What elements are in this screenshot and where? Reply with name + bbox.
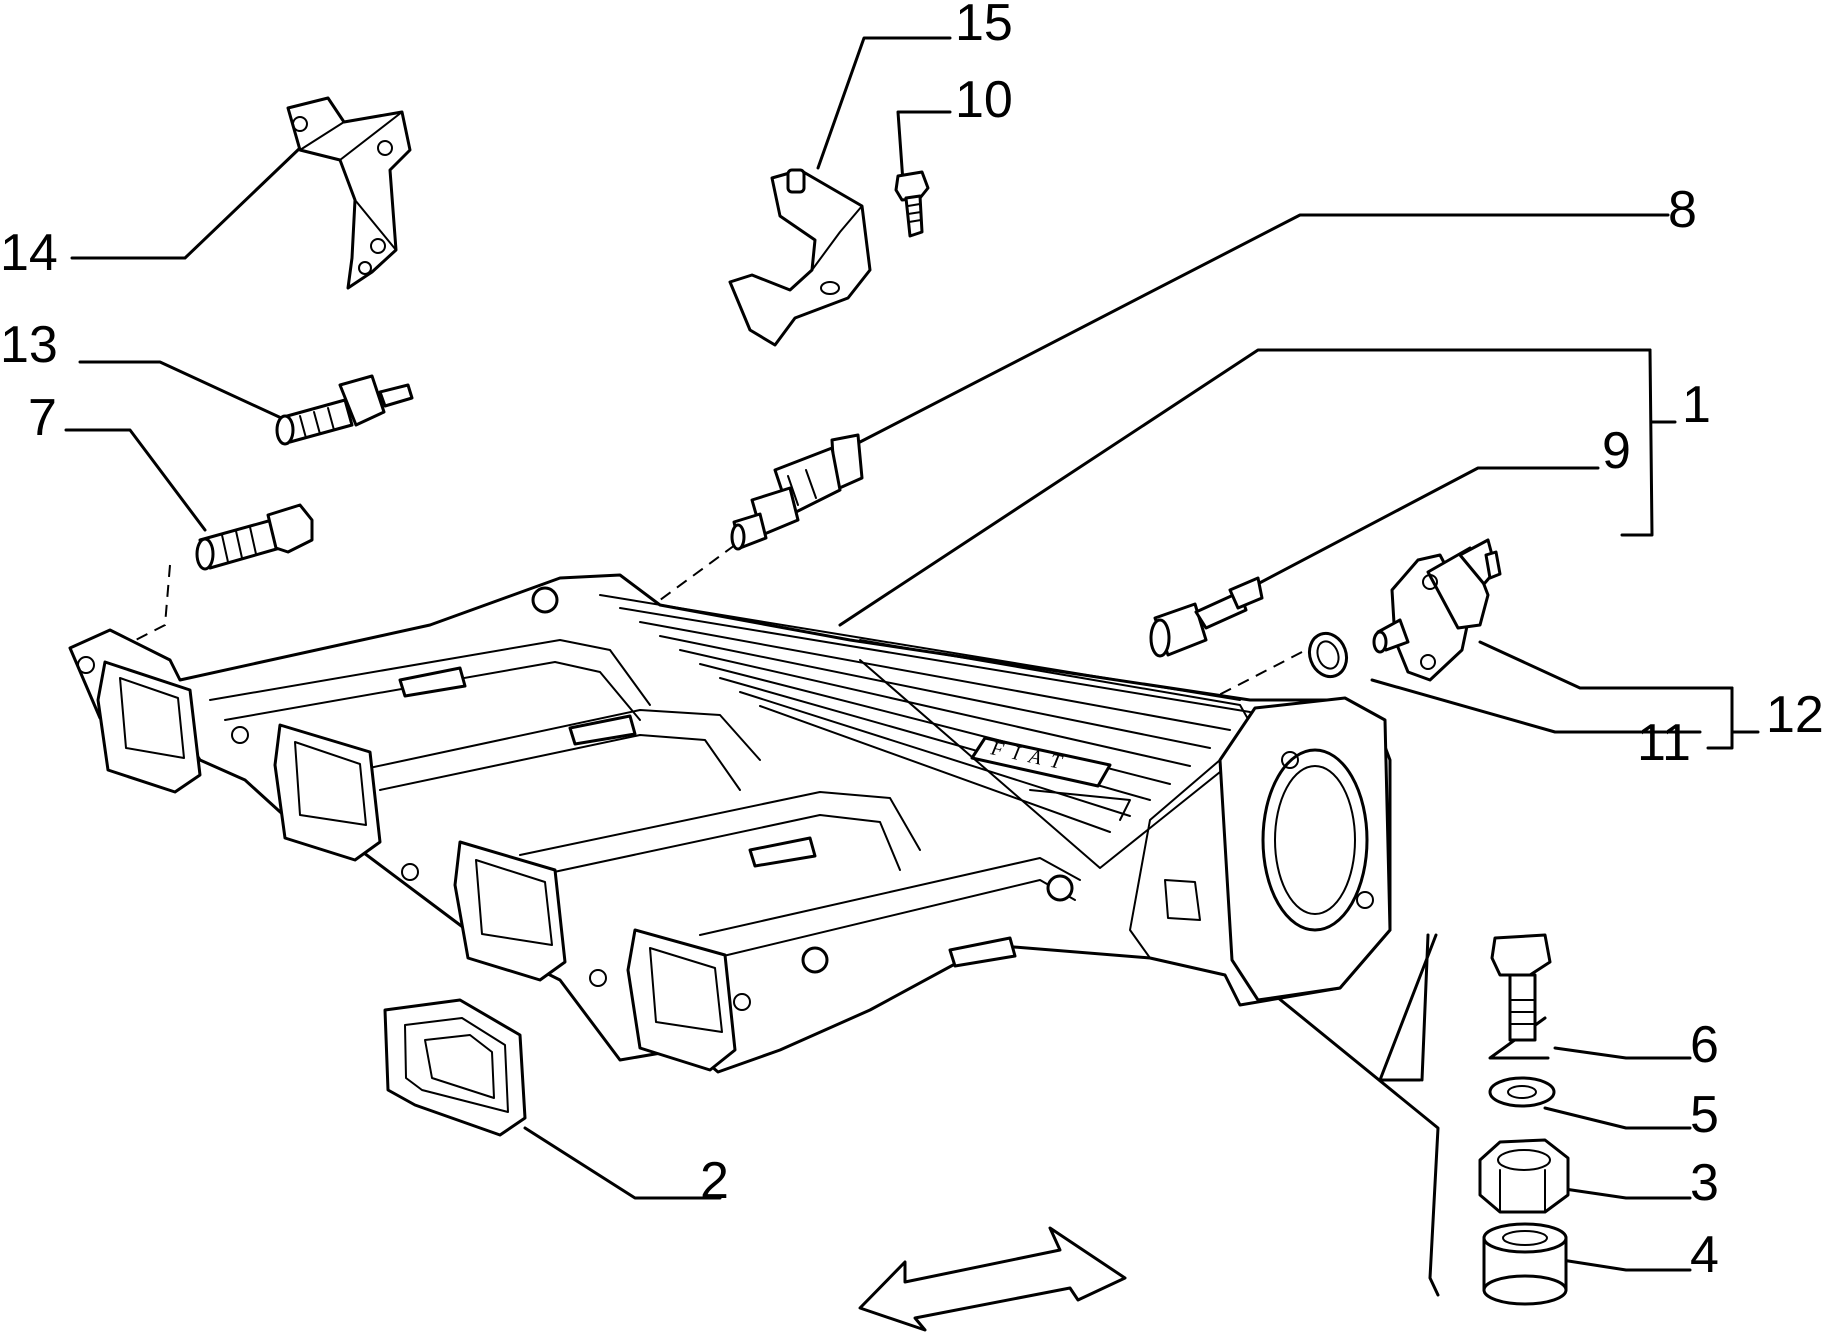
bracket-14 (286, 96, 412, 290)
bolt-10 (894, 170, 930, 238)
callout-labels: 15 10 14 8 13 1 7 9 12 11 6 5 2 3 4 (0, 0, 1824, 1284)
stud-13 (275, 374, 414, 446)
bracket-15 (728, 168, 872, 347)
callout-7: 7 (28, 389, 57, 447)
callout-14: 14 (0, 224, 58, 282)
throttle-body-flange (1129, 696, 1392, 1002)
callout-6: 6 (1690, 1016, 1719, 1074)
callout-5: 5 (1690, 1086, 1719, 1144)
callout-12: 12 (1766, 686, 1824, 744)
callout-13: 13 (0, 316, 58, 374)
nut-3 (1478, 1138, 1570, 1214)
fitting-9 (1149, 576, 1264, 658)
callout-10: 10 (955, 71, 1013, 129)
callout-1: 1 (1682, 376, 1711, 434)
callout-15: 15 (955, 0, 1013, 52)
direction-arrow (858, 1226, 1127, 1332)
callout-4: 4 (1690, 1226, 1719, 1284)
leader-lines (64, 36, 1760, 1297)
callout-11: 11 (1637, 714, 1691, 772)
sensor-8 (730, 433, 864, 551)
actuator-12 (1372, 538, 1502, 682)
callout-9: 9 (1602, 422, 1631, 480)
washer-5 (1488, 1076, 1556, 1108)
runners (209, 586, 1081, 974)
sensor-8-axis (659, 544, 736, 601)
gasket-2 (383, 998, 527, 1137)
callout-8: 8 (1668, 181, 1697, 239)
callout-3: 3 (1690, 1154, 1719, 1212)
bolt-7 (195, 503, 314, 571)
port-flanges (77, 656, 751, 1072)
intake-manifold: FIAT (68, 573, 1392, 1074)
callout-2: 2 (700, 1152, 729, 1210)
bolt-6 (1490, 933, 1552, 1042)
o-ring-11 (1307, 631, 1349, 679)
spacer-4 (1482, 1222, 1568, 1306)
